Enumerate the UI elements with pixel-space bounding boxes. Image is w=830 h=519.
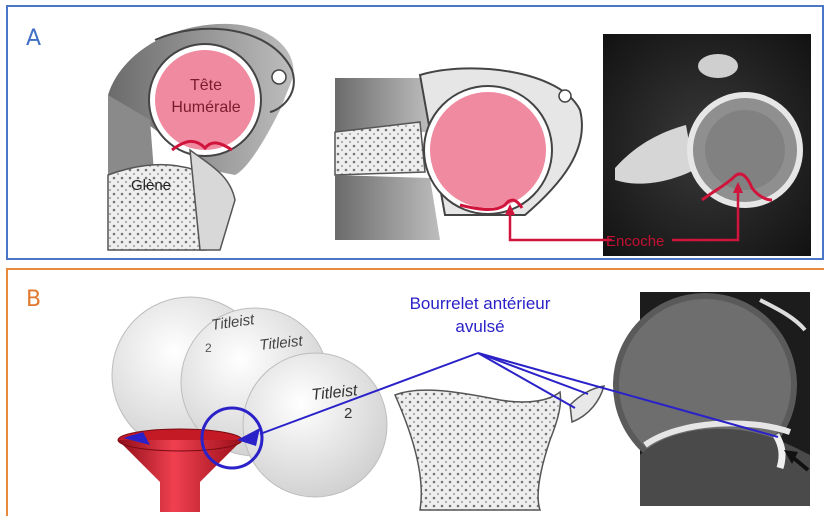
labrum-label-line2: avulsé xyxy=(455,317,504,336)
labrum-label-line1: Bourrelet antérieur xyxy=(410,294,551,313)
glenoid-labrum-drawing xyxy=(395,386,604,510)
ball-number-3: 2 xyxy=(344,405,352,422)
ct-scan-image xyxy=(603,34,811,256)
shoulder-drawing-1: Tête Humérale Glène xyxy=(108,24,294,250)
glenoid-label: Glène xyxy=(131,177,171,194)
notch-label: Encoche xyxy=(606,233,664,250)
head-label-line2: Humérale xyxy=(171,99,240,116)
head-label-line1: Tête xyxy=(190,77,222,94)
humeral-head-2 xyxy=(430,92,546,208)
ball-number-1: 2 xyxy=(205,341,212,355)
shoulder-drawing-2 xyxy=(335,68,582,240)
